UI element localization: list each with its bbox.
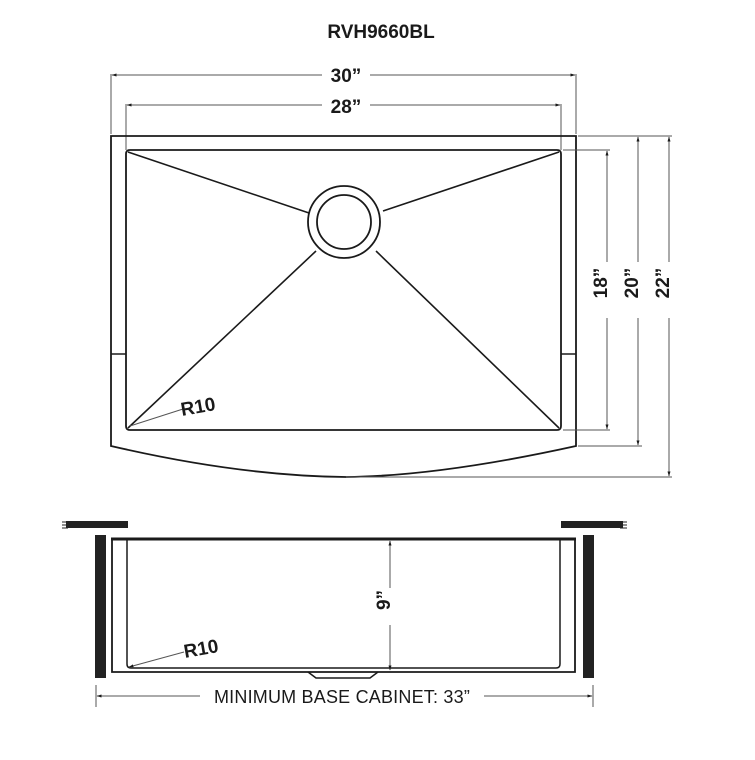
countertop-left [62, 521, 128, 529]
drain-outlet [307, 671, 379, 679]
overall-width-dimension: 30” [110, 66, 577, 134]
sink-front-bowl [126, 539, 561, 669]
minimum-cabinet-label: MINIMUM BASE CABINET: 33” [214, 687, 470, 707]
bowl-height-dimension: 9” [374, 540, 395, 671]
overall-depth-dimension: 22” [346, 135, 674, 478]
cabinet-width-dimension: MINIMUM BASE CABINET: 33” [95, 685, 594, 707]
model-title: RVH9660BL [327, 22, 435, 43]
overall-width-label: 30” [331, 66, 362, 87]
cabinet-wall-left [95, 535, 106, 678]
bowl-width-label: 28” [331, 97, 362, 118]
overall-depth-label: 22” [653, 268, 674, 299]
sink-front-body [111, 539, 576, 673]
top-corner-radius-label: R10 [179, 394, 217, 421]
bowl-width-dimension: 28” [125, 97, 562, 150]
bowl-depth-label: 18” [591, 268, 612, 299]
sink-bowl [125, 149, 562, 431]
bowl-depth-dimension: 18” [563, 149, 612, 431]
front-corner-radius-label: R10 [182, 636, 220, 663]
bowl-height-label: 9” [374, 590, 395, 610]
countertop-right [561, 521, 627, 529]
cabinet-wall-right [583, 535, 594, 678]
front-view: 9” R10 MINIMUM BASE CABINET: 33” [62, 521, 627, 707]
top-view: 30” 28” R10 [110, 66, 674, 478]
rim-depth-dimension: 20” [578, 135, 643, 447]
drain-circle-icon [307, 185, 381, 259]
rim-depth-label: 20” [622, 268, 643, 299]
